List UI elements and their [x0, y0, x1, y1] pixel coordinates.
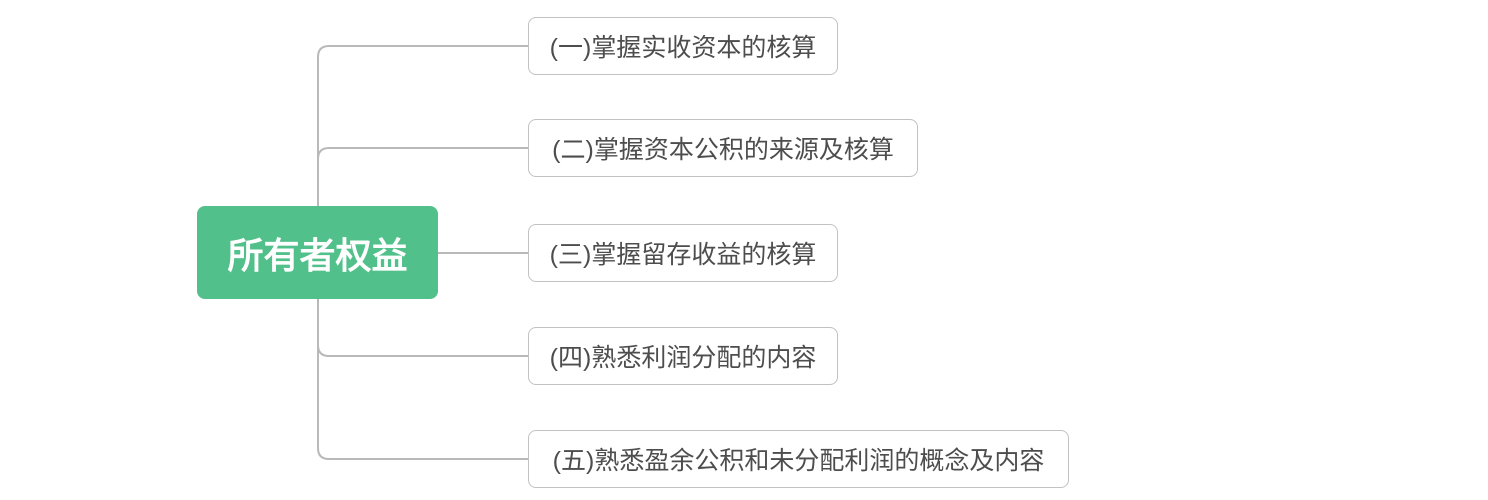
branch-line-2	[317, 147, 528, 160]
root-topic-node[interactable]: 所有者权益	[197, 206, 438, 299]
child-topic-node-4[interactable]: (四)熟悉利润分配的内容	[528, 327, 838, 385]
child-topic-node-5[interactable]: (五)熟悉盈余公积和未分配利润的概念及内容	[528, 430, 1069, 488]
child-topic-node-3[interactable]: (三)掌握留存收益的核算	[528, 224, 838, 282]
branch-line-1	[317, 45, 528, 58]
branch-line-4	[317, 344, 528, 357]
child-topic-node-1[interactable]: (一)掌握实收资本的核算	[528, 17, 838, 75]
branch-line-5	[317, 447, 528, 460]
child-topic-node-2[interactable]: (二)掌握资本公积的来源及核算	[528, 119, 918, 177]
